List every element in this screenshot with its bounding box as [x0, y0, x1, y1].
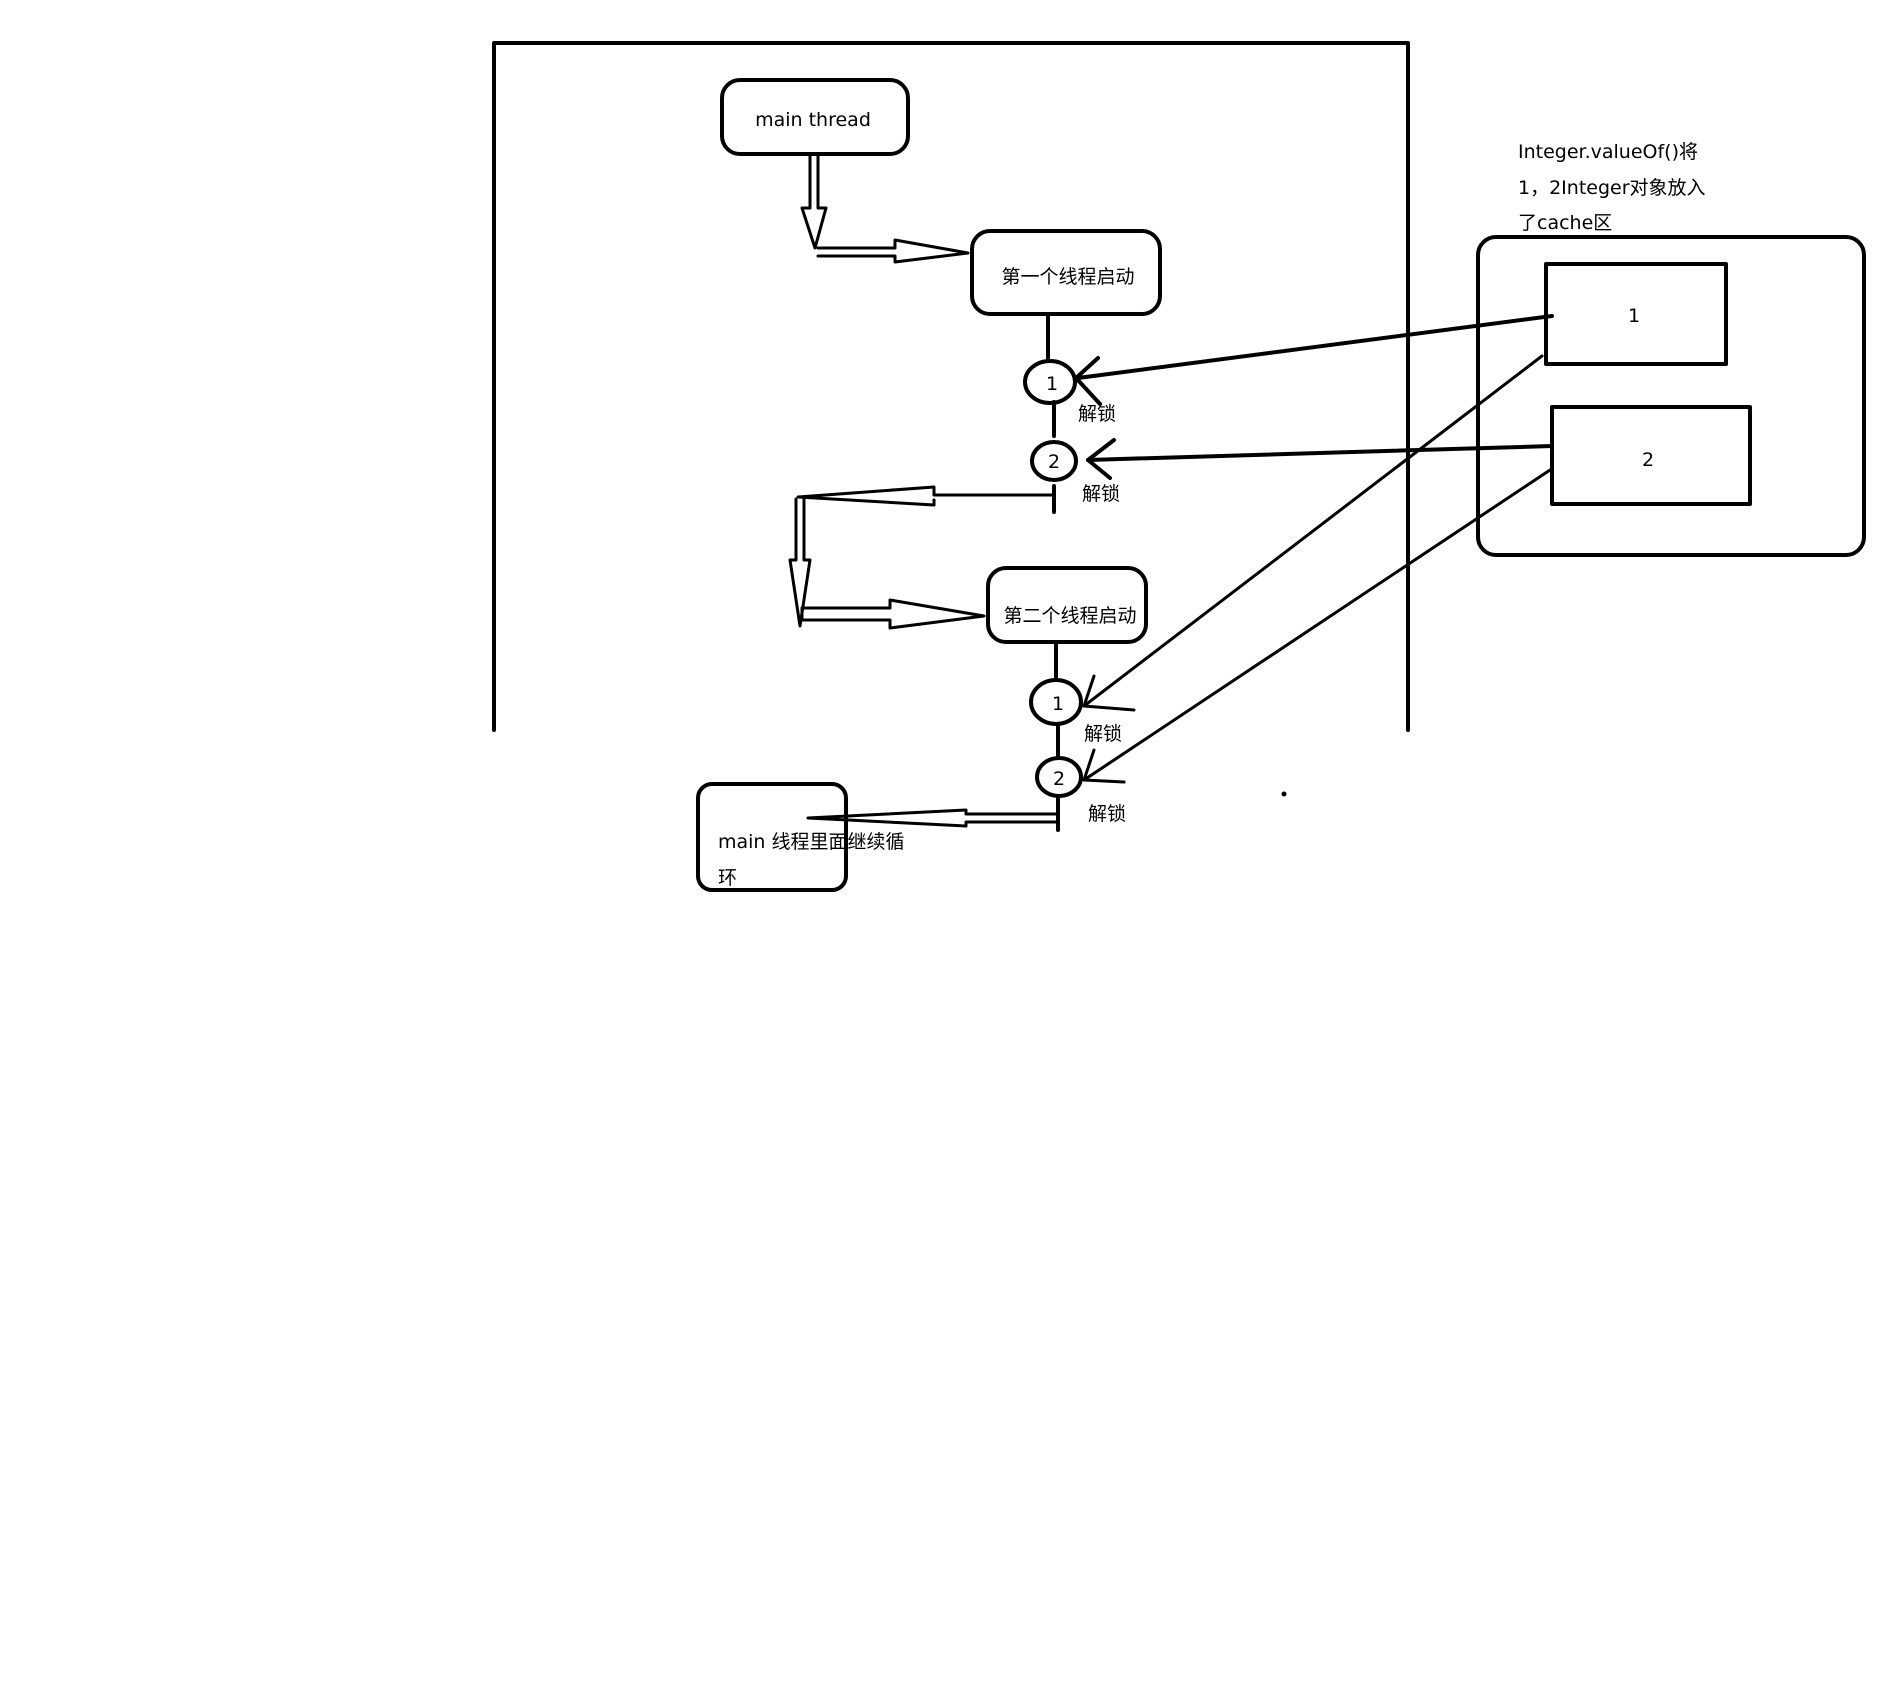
main-thread-label: main thread: [755, 109, 871, 131]
second-thread-label: 第二个线程启动: [1003, 605, 1136, 627]
cache-object-1: 1: [1544, 262, 1728, 366]
second-unlock-2-label: 解锁: [1088, 803, 1126, 825]
cache-note-line1: Integer.valueOf()将: [1518, 141, 1698, 163]
second-lock-1: 1: [1029, 678, 1083, 726]
main-loop-label-line1: main 线程里面继续循: [718, 831, 905, 853]
first-thread-label: 第一个线程启动: [1001, 266, 1134, 288]
first-lock-2-label: 2: [1048, 451, 1060, 473]
second-thread-box: 第二个线程启动: [986, 566, 1148, 644]
stray-dot: [1281, 791, 1287, 797]
first-unlock-1-label: 解锁: [1078, 403, 1116, 425]
cache-note-line2: 1，2Integer对象放入: [1518, 177, 1706, 199]
first-unlock-2-label: 解锁: [1082, 483, 1120, 505]
cache-note-line3: 了cache区: [1518, 212, 1612, 234]
ref-obj1-to-second-lock1: [1082, 354, 1544, 712]
first-thread-box: 第一个线程启动: [970, 229, 1162, 316]
main-thread-box: main thread: [720, 78, 910, 156]
second-unlock-1-label: 解锁: [1084, 723, 1122, 745]
cache-object-2: 2: [1550, 405, 1752, 506]
arrow-main-to-first: [800, 154, 970, 264]
cache-object-2-label: 2: [1642, 449, 1654, 471]
arrow-first-to-second: [788, 485, 1056, 630]
main-loop-label-line2: 环: [718, 867, 737, 889]
cache-object-1-label: 1: [1628, 305, 1640, 327]
second-lock-2: 2: [1035, 756, 1083, 798]
first-lock-1-label: 1: [1046, 373, 1058, 395]
ref-obj1-to-first-lock1: [1074, 314, 1554, 406]
main-loop-box: main 线程里面继续循 环: [696, 782, 905, 892]
ref-obj2-to-second-lock2: [1082, 468, 1552, 784]
arrow-second-to-main-loop: [806, 808, 1060, 828]
thread-frame: [492, 41, 1410, 732]
ref-obj2-to-first-lock2: [1086, 438, 1554, 480]
first-lock-2: 2: [1030, 440, 1078, 482]
cache-area: [1476, 235, 1866, 557]
first-lock-1: 1: [1023, 359, 1077, 405]
second-lock-1-label: 1: [1052, 693, 1064, 715]
second-lock-2-label: 2: [1053, 768, 1065, 790]
